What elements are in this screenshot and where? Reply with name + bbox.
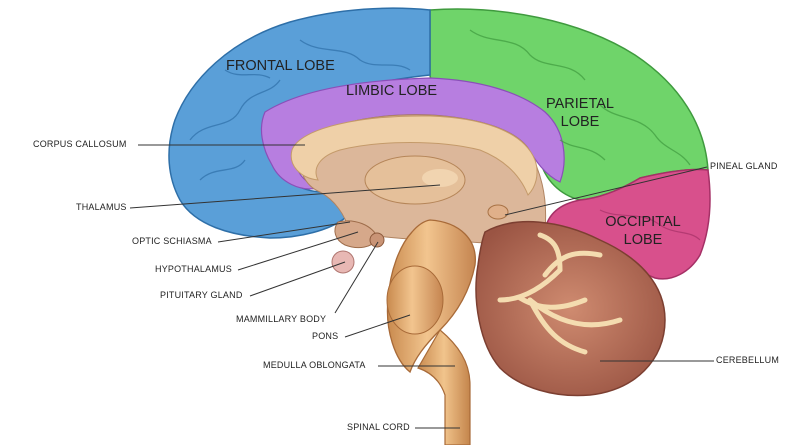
limbic-lobe-label: LIMBIC LOBE: [346, 83, 438, 99]
pineal-gland: [487, 204, 509, 220]
occipital-label-line2: LOBE: [623, 232, 663, 248]
spinal-cord-shape: [417, 329, 471, 445]
spinal-cord-label: SPINAL CORD: [347, 422, 410, 432]
thalamus: [364, 155, 466, 205]
frontal-lobe-label: FRONTAL LOBE: [226, 58, 335, 74]
corpus-callosum-label: CORPUS CALLOSUM: [33, 139, 127, 149]
occipital-lobe-label: OCCIPITAL LOBE: [598, 213, 688, 249]
medulla-oblongata-label: MEDULLA OBLONGATA: [263, 360, 366, 370]
mammillary-body: [369, 232, 385, 248]
occipital-gyri: [599, 209, 701, 241]
arbor-vitae: [497, 232, 623, 355]
pituitary-gland-label: PITUITARY GLAND: [160, 290, 243, 300]
occipital-label-line1: OCCIPITAL: [605, 214, 681, 230]
cerebellum-label: CEREBELLUM: [716, 355, 780, 365]
thalamus-highlight: [422, 169, 458, 187]
gyri: [189, 39, 411, 181]
cerebellum: [475, 220, 666, 397]
pituitary-gland: [331, 250, 355, 274]
corpus-callosum: [290, 115, 538, 196]
parietal-lobe-label: PARIETAL LOBE: [545, 95, 615, 131]
thalamus-label: THALAMUS: [76, 202, 127, 212]
pons-label: PONS: [312, 331, 339, 341]
parietal-label-line1: PARIETAL: [546, 96, 614, 112]
pineal-gland-label: PINEAL GLAND: [710, 161, 778, 171]
hypothalamus-label: HYPOTHALAMUS: [155, 264, 232, 274]
parietal-label-line2: LOBE: [560, 114, 600, 130]
mammillary-body-label: MAMMILLARY BODY: [236, 314, 327, 324]
parietal-gyri: [469, 29, 691, 166]
optic-schiasma-label: OPTIC SCHIASMA: [132, 236, 212, 246]
pons: [386, 265, 444, 335]
hypothalamus: [334, 220, 379, 249]
leader-lines: [129, 144, 714, 429]
